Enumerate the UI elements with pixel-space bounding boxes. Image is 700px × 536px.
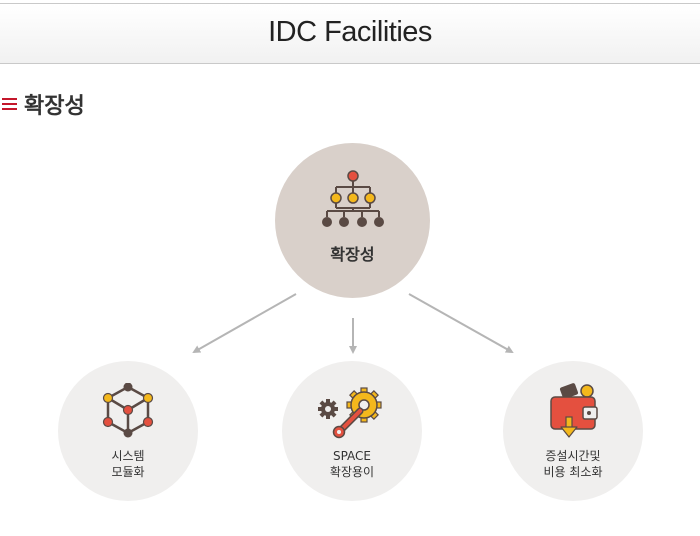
node-label-line1: 증설시간및 — [545, 449, 601, 463]
node-label: 시스템 모듈화 — [58, 448, 198, 480]
node-label-line2: 모듈화 — [111, 465, 145, 479]
arrow-left — [192, 293, 297, 353]
node-label-line1: 시스템 — [111, 449, 145, 463]
arrow-right — [408, 293, 514, 353]
node-system-modular: 시스템 모듈화 — [58, 361, 198, 501]
section-title: 확장성 — [24, 94, 85, 119]
node-space-expansion: SPACE 확장용이 — [282, 361, 422, 501]
wallet-icon — [550, 383, 598, 438]
node-label-line2: 비용 최소화 — [543, 465, 603, 479]
section-heading: 확장성 — [2, 88, 85, 120]
page-header: IDC Facilities — [0, 3, 700, 64]
main-node-label: 확장성 — [330, 245, 375, 264]
node-label-line1: SPACE — [332, 449, 372, 463]
hierarchy-icon — [322, 170, 384, 227]
gear-wrench-icon — [318, 387, 382, 439]
node-cost-minimize: 증설시간및 비용 최소화 — [503, 361, 643, 501]
cube-network-icon — [102, 383, 154, 438]
menu-lines-icon — [2, 97, 17, 111]
node-label-line2: 확장용이 — [329, 465, 375, 479]
main-node: 확장성 — [275, 143, 430, 298]
node-label: SPACE 확장용이 — [282, 448, 422, 480]
node-label: 증설시간및 비용 최소화 — [503, 448, 643, 480]
page-title: IDC Facilities — [268, 16, 432, 48]
